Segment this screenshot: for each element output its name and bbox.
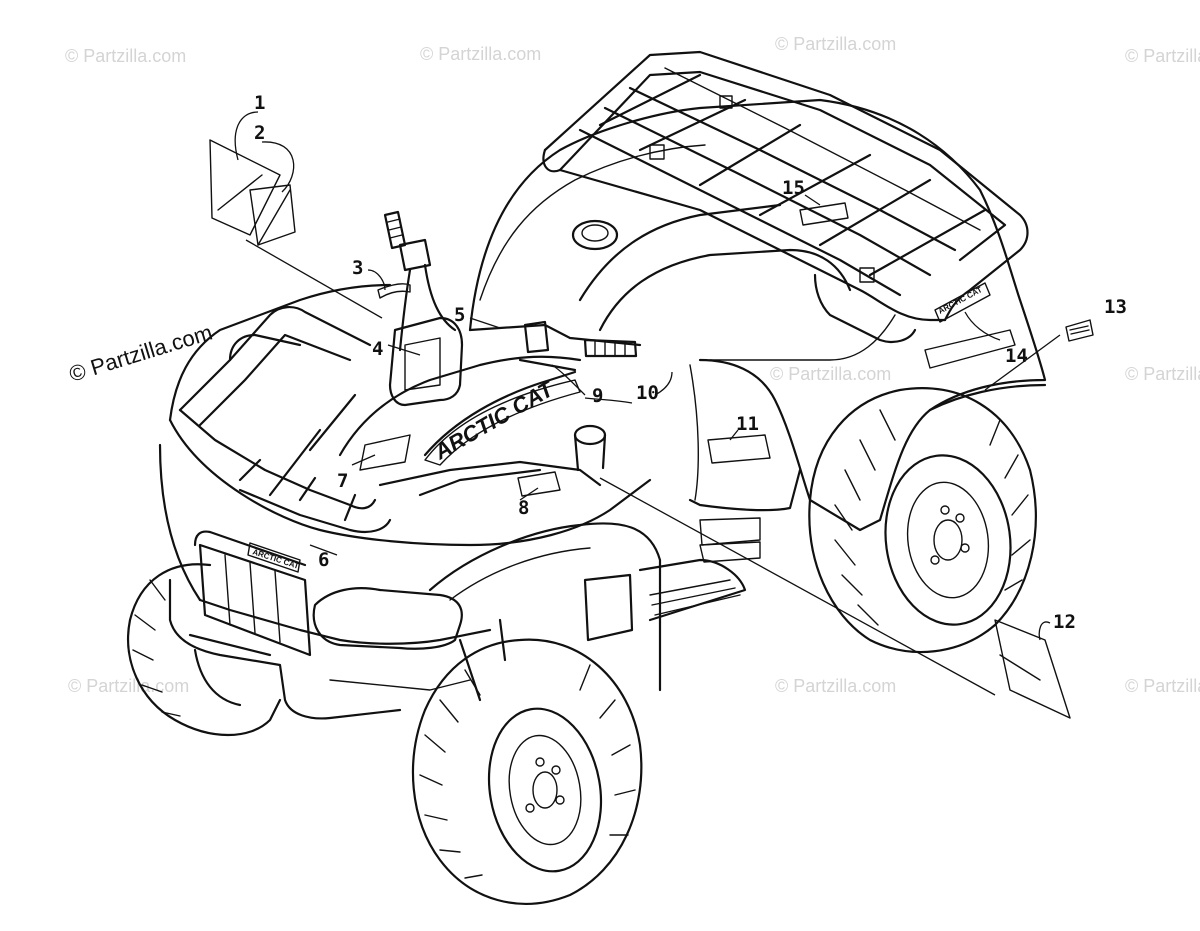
- footwell: [583, 558, 747, 642]
- watermark: © Partzilla.com: [1125, 46, 1200, 66]
- loose-decals: [209, 139, 1094, 719]
- handlebar: [377, 210, 642, 407]
- hood-brand-decal: ARCTIC CAT: [429, 376, 559, 465]
- callout-14: 14: [1005, 345, 1028, 367]
- rear-body: [468, 98, 1047, 563]
- callout-numbers: 1 2 3 4 5 6 7 8 9 10 11 12 13 14 15: [254, 92, 1127, 633]
- callout-11: 11: [736, 413, 759, 435]
- callout-7: 7: [337, 470, 348, 492]
- watermark: © Partzilla.com: [68, 676, 189, 696]
- wheels: [127, 387, 1037, 905]
- front-rack: [178, 306, 602, 534]
- watermark: © Partzilla.com: [775, 34, 896, 54]
- leader-lines: [234, 111, 1061, 696]
- watermark: © Partzilla.com: [770, 364, 891, 384]
- watermark: © Partzilla.com: [65, 46, 186, 66]
- watermark: © Partzilla.com: [1125, 364, 1200, 384]
- callout-12: 12: [1053, 611, 1076, 633]
- callout-9: 9: [592, 385, 603, 407]
- callout-3: 3: [352, 257, 363, 279]
- callout-15: 15: [782, 177, 805, 199]
- callout-2: 2: [254, 122, 265, 144]
- copyright-label: © Partzilla.com: [66, 320, 215, 387]
- watermarks: © Partzilla.com © Partzilla.com © Partzi…: [65, 34, 1200, 696]
- callout-13: 13: [1104, 296, 1127, 318]
- watermark: © Partzilla.com: [1125, 676, 1200, 696]
- callout-4: 4: [372, 338, 383, 360]
- watermark: © Partzilla.com: [420, 44, 541, 64]
- watermark: © Partzilla.com: [775, 676, 896, 696]
- callout-5: 5: [454, 304, 465, 326]
- callout-8: 8: [518, 497, 529, 519]
- callout-1: 1: [254, 92, 265, 114]
- callout-6: 6: [318, 549, 329, 571]
- callout-10: 10: [636, 382, 659, 404]
